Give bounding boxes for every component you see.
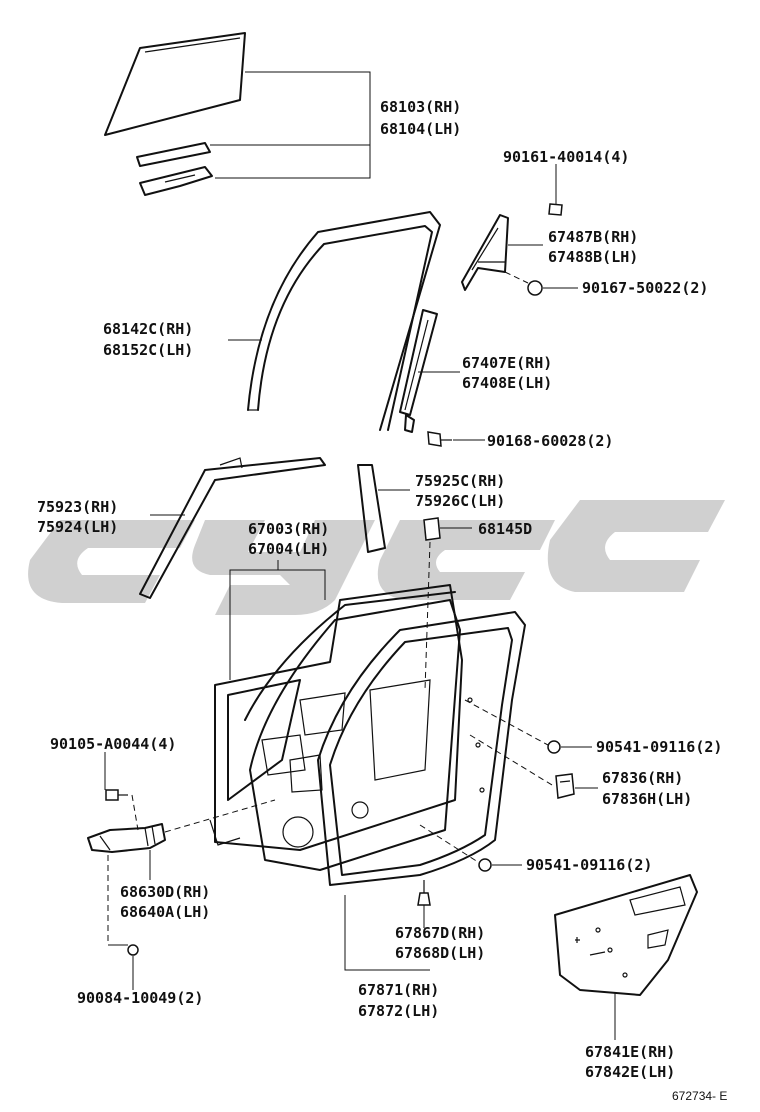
label-67871: 67871(RH) [358, 981, 439, 999]
label-68142c: 68142C(RH) [103, 320, 193, 338]
label-90084: 90084-10049(2) [77, 989, 203, 1007]
label-90541-upper: 90541-09116(2) [596, 738, 722, 756]
clip-67836 [555, 773, 575, 799]
label-68104: 68104(LH) [380, 120, 461, 138]
quarter-window-frame [461, 214, 509, 291]
dash-90541-lower [419, 824, 479, 863]
cushion-68145d [423, 517, 441, 541]
label-67407e: 67407E(RH) [462, 354, 552, 372]
label-90168: 90168-60028(2) [487, 432, 613, 450]
clip-90541-lower [478, 858, 492, 872]
label-90105: 90105-A0044(4) [50, 735, 176, 753]
frame-moulding-rear [357, 464, 386, 553]
label-67841e: 67841E(RH) [585, 1043, 675, 1061]
leader-90084 [108, 944, 134, 990]
figure-reference: 672734- E [672, 1089, 727, 1103]
label-68640a: 68640A(LH) [120, 903, 210, 921]
label-67872: 67872(LH) [358, 1002, 439, 1020]
door-trim-panel [554, 874, 698, 996]
leader-67003 [229, 560, 326, 680]
door-hinge [87, 823, 166, 853]
callout-labels: 68103(RH) 68104(LH) 90161-40014(4) 67487… [37, 98, 727, 1103]
frame-moulding-front [139, 457, 326, 599]
dash-hinge [164, 799, 276, 833]
label-67836: 67836(RH) [602, 769, 683, 787]
clip-90541-upper [547, 740, 561, 754]
label-67867d: 67867D(RH) [395, 924, 485, 942]
label-68630d: 68630D(RH) [120, 883, 210, 901]
label-68152c: 68152C(LH) [103, 341, 193, 359]
dash-68145d [424, 541, 431, 691]
label-90161: 90161-40014(4) [503, 148, 629, 166]
leader-67871 [344, 895, 430, 971]
screw-90167 [527, 280, 543, 296]
dash-90541-upper [464, 699, 549, 746]
dash-90105 [131, 794, 139, 831]
door-glass [104, 32, 246, 196]
label-67836h: 67836H(LH) [602, 790, 692, 808]
bolt-90105 [105, 789, 128, 801]
division-bar [399, 309, 438, 433]
label-67408e: 67408E(LH) [462, 374, 552, 392]
watermark-logo [28, 500, 725, 615]
label-90167: 90167-50022(2) [582, 279, 708, 297]
screw-90161 [548, 203, 563, 216]
label-75926c: 75926C(LH) [415, 492, 505, 510]
label-67487b: 67487B(RH) [548, 228, 638, 246]
door-panel-shell [209, 584, 463, 871]
bolt-90084 [127, 944, 139, 956]
door-weatherstrip [317, 611, 526, 886]
dash-90167 [504, 271, 529, 284]
glass-run-channel [247, 211, 441, 431]
label-90541-lower: 90541-09116(2) [526, 856, 652, 874]
screw-90168 [427, 431, 452, 447]
label-67003: 67003(RH) [248, 520, 329, 538]
label-68103: 68103(RH) [380, 98, 461, 116]
label-68145d: 68145D [478, 520, 532, 538]
dash-67836 [469, 734, 553, 786]
clip-67867d [417, 880, 431, 906]
label-75923: 75923(RH) [37, 498, 118, 516]
label-67868d: 67868D(LH) [395, 944, 485, 962]
label-67488b: 67488B(LH) [548, 248, 638, 266]
label-75924: 75924(LH) [37, 518, 118, 536]
leader-68103 [210, 71, 371, 179]
label-67842e: 67842E(LH) [585, 1063, 675, 1081]
label-67004: 67004(LH) [248, 540, 329, 558]
label-75925c: 75925C(RH) [415, 472, 505, 490]
